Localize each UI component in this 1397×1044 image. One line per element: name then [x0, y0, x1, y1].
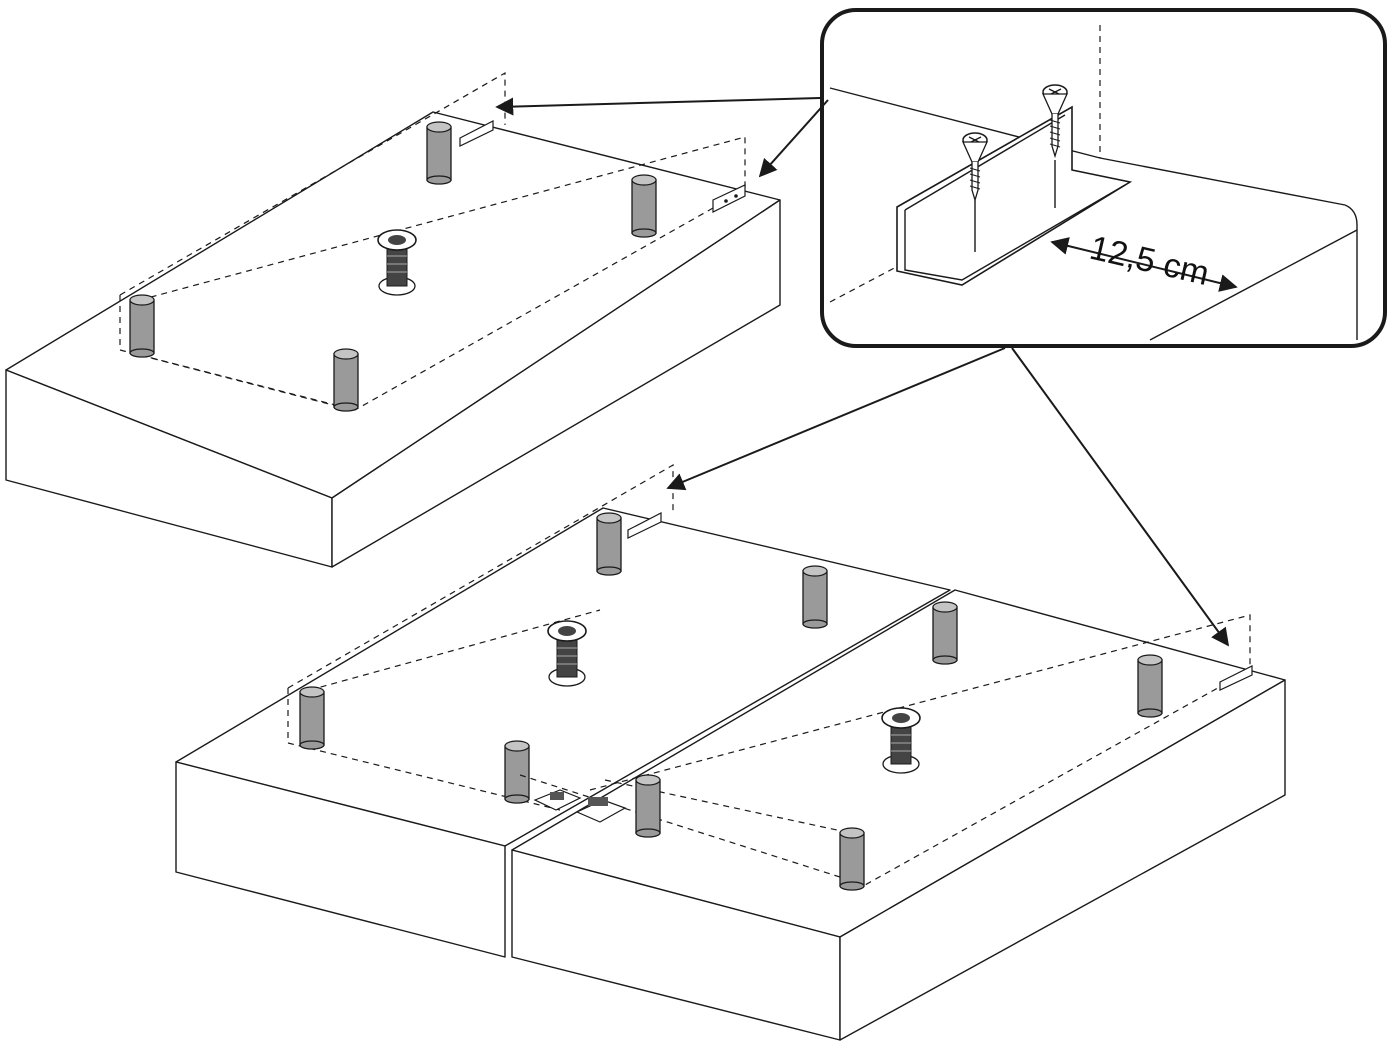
top-base-right-face [331, 199, 781, 568]
dimension-arrow [1050, 237, 1238, 292]
cylinder-leg-icon [299, 686, 325, 750]
connector-clip-icon [575, 797, 627, 823]
cylinder-leg-icon [426, 121, 452, 185]
detail-inset: 12,5 cm [820, 8, 1387, 348]
arrow-icon [758, 99, 829, 178]
adjustable-glide-icon [547, 620, 587, 687]
cylinder-leg-icon [596, 512, 622, 576]
cylinder-leg-icon [333, 348, 359, 412]
bottom-right-leg-layout [519, 614, 1251, 886]
cylinder-leg-icon [802, 565, 828, 629]
connector-clip-icon [533, 789, 582, 811]
cylinder-leg-icon [1137, 654, 1163, 718]
adjustable-glide-icon [881, 707, 921, 774]
bottom-left-front-face [175, 761, 506, 958]
bottom-right-side-face [839, 679, 1286, 1041]
cylinder-leg-icon [932, 601, 958, 665]
callout-arrows [495, 97, 1230, 647]
cylinder-leg-icon [839, 827, 865, 891]
cylinder-leg-icon [129, 294, 155, 358]
cylinder-leg-icon [631, 174, 657, 238]
arrow-icon [666, 347, 1006, 491]
bottom-left-bed-base [175, 463, 951, 958]
angle-bracket-icon [459, 120, 494, 147]
angle-bracket-icon [1219, 665, 1253, 691]
angle-bracket-icon [712, 184, 746, 213]
screw-icon [961, 132, 989, 252]
bottom-right-bed-base [511, 589, 1286, 1041]
angle-bracket-icon [627, 512, 662, 539]
arrow-icon [1011, 347, 1230, 647]
cylinder-leg-icon [635, 774, 661, 838]
angle-bracket-icon [896, 105, 1133, 286]
adjustable-glide-icon [377, 229, 417, 296]
cylinder-leg-icon [504, 740, 530, 804]
arrow-icon [495, 97, 821, 116]
top-bed-base [5, 71, 781, 568]
screw-icon [1041, 84, 1069, 208]
